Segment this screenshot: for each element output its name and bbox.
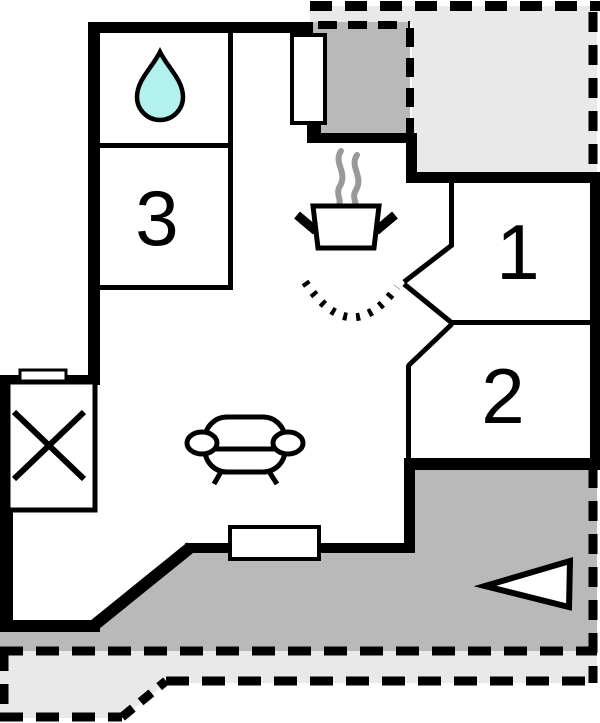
room-label-1: 1: [496, 208, 540, 296]
window-top: [290, 33, 327, 125]
sofa-icon: [184, 414, 306, 486]
direction-arrow-icon: [473, 556, 574, 611]
interior-walls-angled: [402, 243, 454, 368]
steam-icon: [335, 148, 362, 212]
wardrobe-cross-icon: [5, 379, 98, 513]
exterior-wall-diagonal: [88, 542, 195, 632]
stove-pot-icon: [294, 203, 398, 251]
terrace-bottom-light: [0, 651, 597, 718]
water-drop-icon: [134, 46, 186, 123]
room-label-2: 2: [481, 352, 525, 440]
terrace-top-light: [310, 6, 597, 175]
terrace-top-nook-dark: [313, 22, 410, 133]
window-bottom: [228, 525, 321, 561]
interior-walls: [92, 28, 592, 462]
room-label-3: 3: [135, 174, 179, 262]
door-swing-arc: [301, 279, 401, 322]
